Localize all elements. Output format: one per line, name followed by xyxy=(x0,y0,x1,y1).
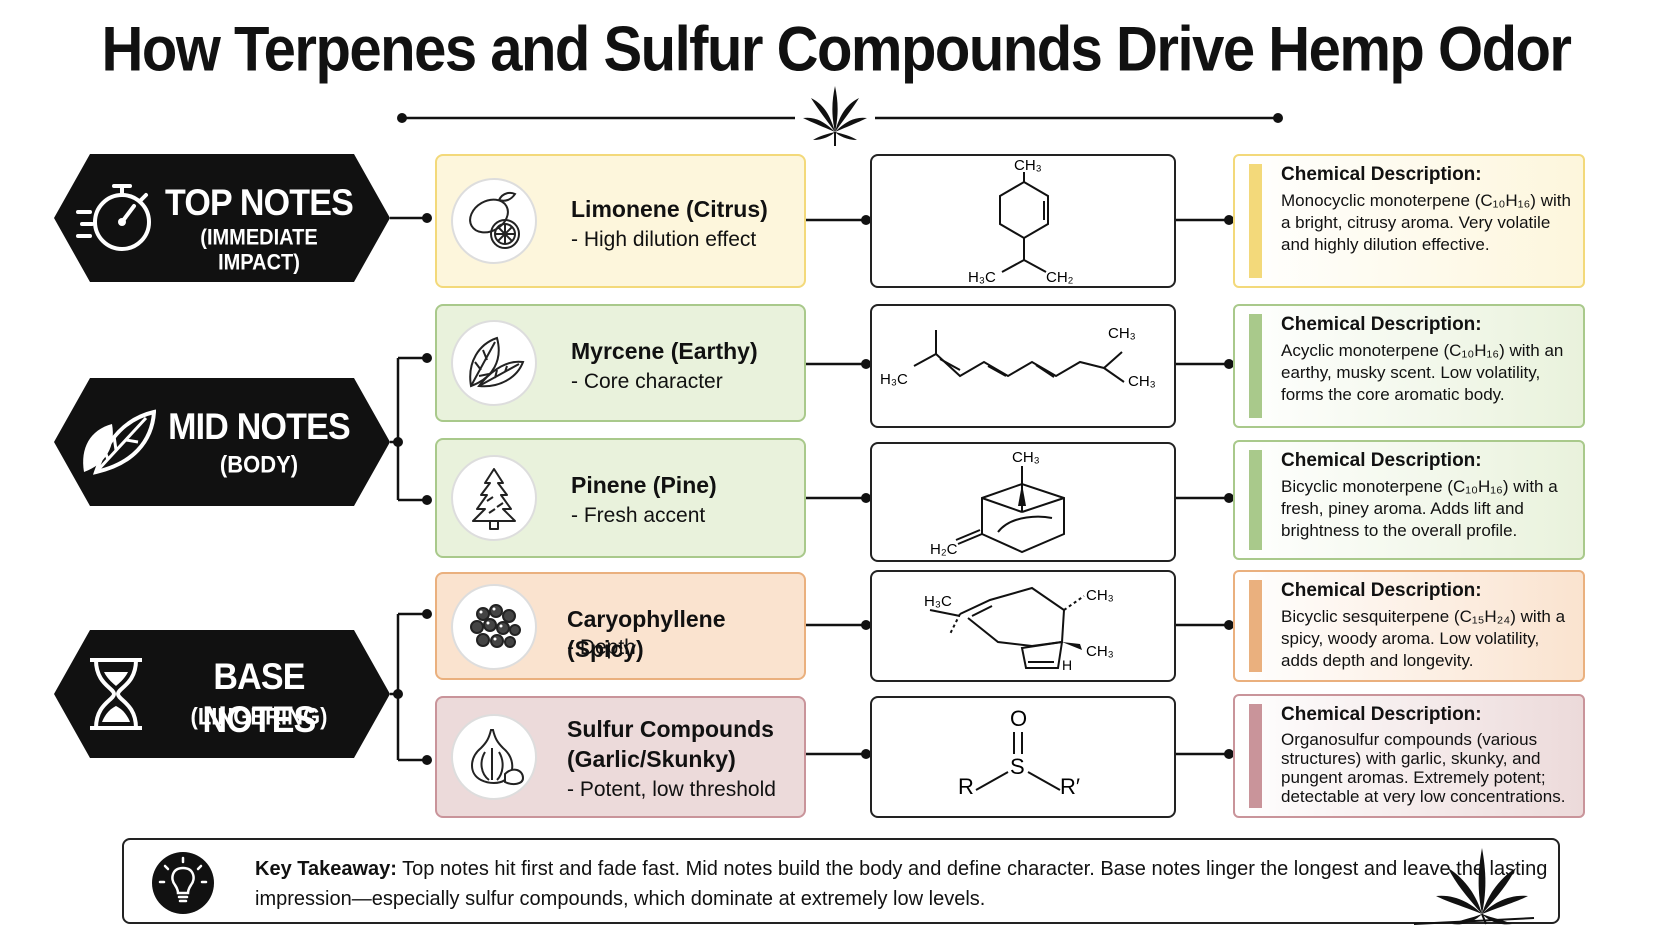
chem-text: Organosulfur compounds (various structur… xyxy=(1281,730,1566,806)
leaf-icon xyxy=(451,320,537,406)
structure-pinene: CH₃ H₂C xyxy=(870,442,1176,562)
chem-text: Acyclic monoterpene (C₁₀H₁₆) with an ear… xyxy=(1281,341,1564,404)
structure-label: H₃C xyxy=(880,371,908,388)
structure-limonene: CH₃ H₃C CH₂ xyxy=(870,154,1176,288)
takeaway-body: Top notes hit first and fade fast. Mid n… xyxy=(255,858,1548,910)
structure-label: H₃C xyxy=(968,269,996,286)
chem-text: Bicyclic sesquiterpene (C₁₅H₂₄) with a s… xyxy=(1281,607,1566,670)
tier-sub: (LINGERING) xyxy=(190,702,328,731)
garlic-icon xyxy=(451,714,537,800)
color-bar xyxy=(1249,450,1262,550)
tier-top-notes: TOP NOTES (IMMEDIATE IMPACT) xyxy=(54,154,390,282)
tier-sub: (BODY) xyxy=(219,450,299,479)
color-bar xyxy=(1249,314,1262,418)
chem-title: Chemical Description: xyxy=(1281,704,1482,725)
tier-label: MID NOTES xyxy=(168,406,351,448)
compound-name: Sulfur Compounds (Garlic/Skunky) xyxy=(567,716,774,772)
structure-label: S xyxy=(1010,754,1025,779)
compound-name: Pinene (Pine) xyxy=(571,472,717,498)
hourglass-icon xyxy=(90,658,142,730)
compound-name: Myrcene (Earthy) xyxy=(571,338,758,364)
pine-tree-icon xyxy=(451,455,537,541)
chem-desc-myrcene: Chemical Description: Acyclic monoterpen… xyxy=(1233,304,1585,428)
tier-base-notes: BASE NOTES (LINGERING) xyxy=(54,630,390,758)
compound-card-pinene: Pinene (Pine) - Fresh accent xyxy=(435,438,806,558)
compound-desc: - Potent, low threshold xyxy=(567,778,776,801)
peppercorn-icon xyxy=(451,584,537,670)
compound-card-caryophyllene: Caryophyllene (Spicy) - Depth xyxy=(435,572,806,680)
structure-label: CH₂ xyxy=(1046,269,1074,286)
structure-caryophyllene: H₃C CH₃ CH₃ H xyxy=(870,570,1176,682)
tier-label: BASE NOTES xyxy=(202,656,316,741)
chem-text: Monocyclic monoterpene (C₁₀H₁₆) with a b… xyxy=(1281,191,1571,254)
structure-label: CH₃ xyxy=(1128,373,1156,390)
structure-label: H₂C xyxy=(930,541,958,558)
takeaway-label: Key Takeaway: xyxy=(255,858,397,880)
structure-myrcene: H₃C CH₃ CH₃ xyxy=(870,304,1176,428)
page-title: How Terpenes and Sulfur Compounds Drive … xyxy=(101,14,1572,85)
compound-desc: - Core character xyxy=(571,370,723,393)
structure-label: CH₃ xyxy=(1012,449,1040,466)
tier-sub: (IMMEDIATE IMPACT) xyxy=(200,225,318,276)
tier-label: TOP NOTES xyxy=(164,182,354,224)
title-divider xyxy=(397,86,1283,146)
chem-title: Chemical Description: xyxy=(1281,164,1482,185)
structure-label: CH₃ xyxy=(1086,587,1114,604)
structure-label: H xyxy=(1062,657,1072,673)
compound-desc: - Fresh accent xyxy=(571,504,706,527)
structure-label: CH₃ xyxy=(1086,643,1114,660)
chem-title: Chemical Description: xyxy=(1281,450,1482,471)
structure-label: R′ xyxy=(1060,774,1080,799)
lightbulb-icon xyxy=(152,852,214,914)
chem-desc-sulfur: Chemical Description: Organosulfur compo… xyxy=(1233,694,1585,818)
takeaway-text: Key Takeaway: Top notes hit first and fa… xyxy=(255,854,1555,914)
chem-title: Chemical Description: xyxy=(1281,314,1482,335)
structure-label: CH₃ xyxy=(1108,325,1136,342)
lemon-icon xyxy=(451,178,537,264)
structure-label: O xyxy=(1010,706,1027,731)
color-bar xyxy=(1249,580,1262,672)
compound-card-limonene: Limonene (Citrus) - High dilution effect xyxy=(435,154,806,288)
compound-card-sulfur: Sulfur Compounds (Garlic/Skunky) - Poten… xyxy=(435,696,806,818)
stopwatch-icon xyxy=(76,184,151,251)
compound-desc: - Depth xyxy=(567,636,636,659)
chem-text: Bicyclic monoterpene (C₁₀H₁₆) with a fre… xyxy=(1281,477,1558,540)
leaves-icon xyxy=(83,409,156,475)
structure-label: H₃C xyxy=(924,593,952,610)
compound-card-myrcene: Myrcene (Earthy) - Core character xyxy=(435,304,806,422)
key-takeaway-box: Key Takeaway: Top notes hit first and fa… xyxy=(122,838,1560,925)
compound-name: Limonene (Citrus) xyxy=(571,196,768,222)
structure-label: R xyxy=(958,774,974,799)
hemp-leaf-icon xyxy=(803,86,867,146)
structure-sulfur: O S R R′ xyxy=(870,696,1176,818)
structure-label: CH₃ xyxy=(1014,157,1042,174)
compound-name: Caryophyllene (Spicy) xyxy=(567,606,726,662)
color-bar xyxy=(1249,164,1262,278)
chem-desc-pinene: Chemical Description: Bicyclic monoterpe… xyxy=(1233,440,1585,560)
compound-desc: - High dilution effect xyxy=(571,228,757,251)
color-bar xyxy=(1249,704,1262,808)
tier-mid-notes: MID NOTES (BODY) xyxy=(54,378,390,506)
chem-desc-caryophyllene: Chemical Description: Bicyclic sesquiter… xyxy=(1233,570,1585,682)
chem-desc-limonene: Chemical Description: Monocyclic monoter… xyxy=(1233,154,1585,288)
hemp-leaf-icon xyxy=(1413,848,1535,925)
chem-title: Chemical Description: xyxy=(1281,580,1482,601)
